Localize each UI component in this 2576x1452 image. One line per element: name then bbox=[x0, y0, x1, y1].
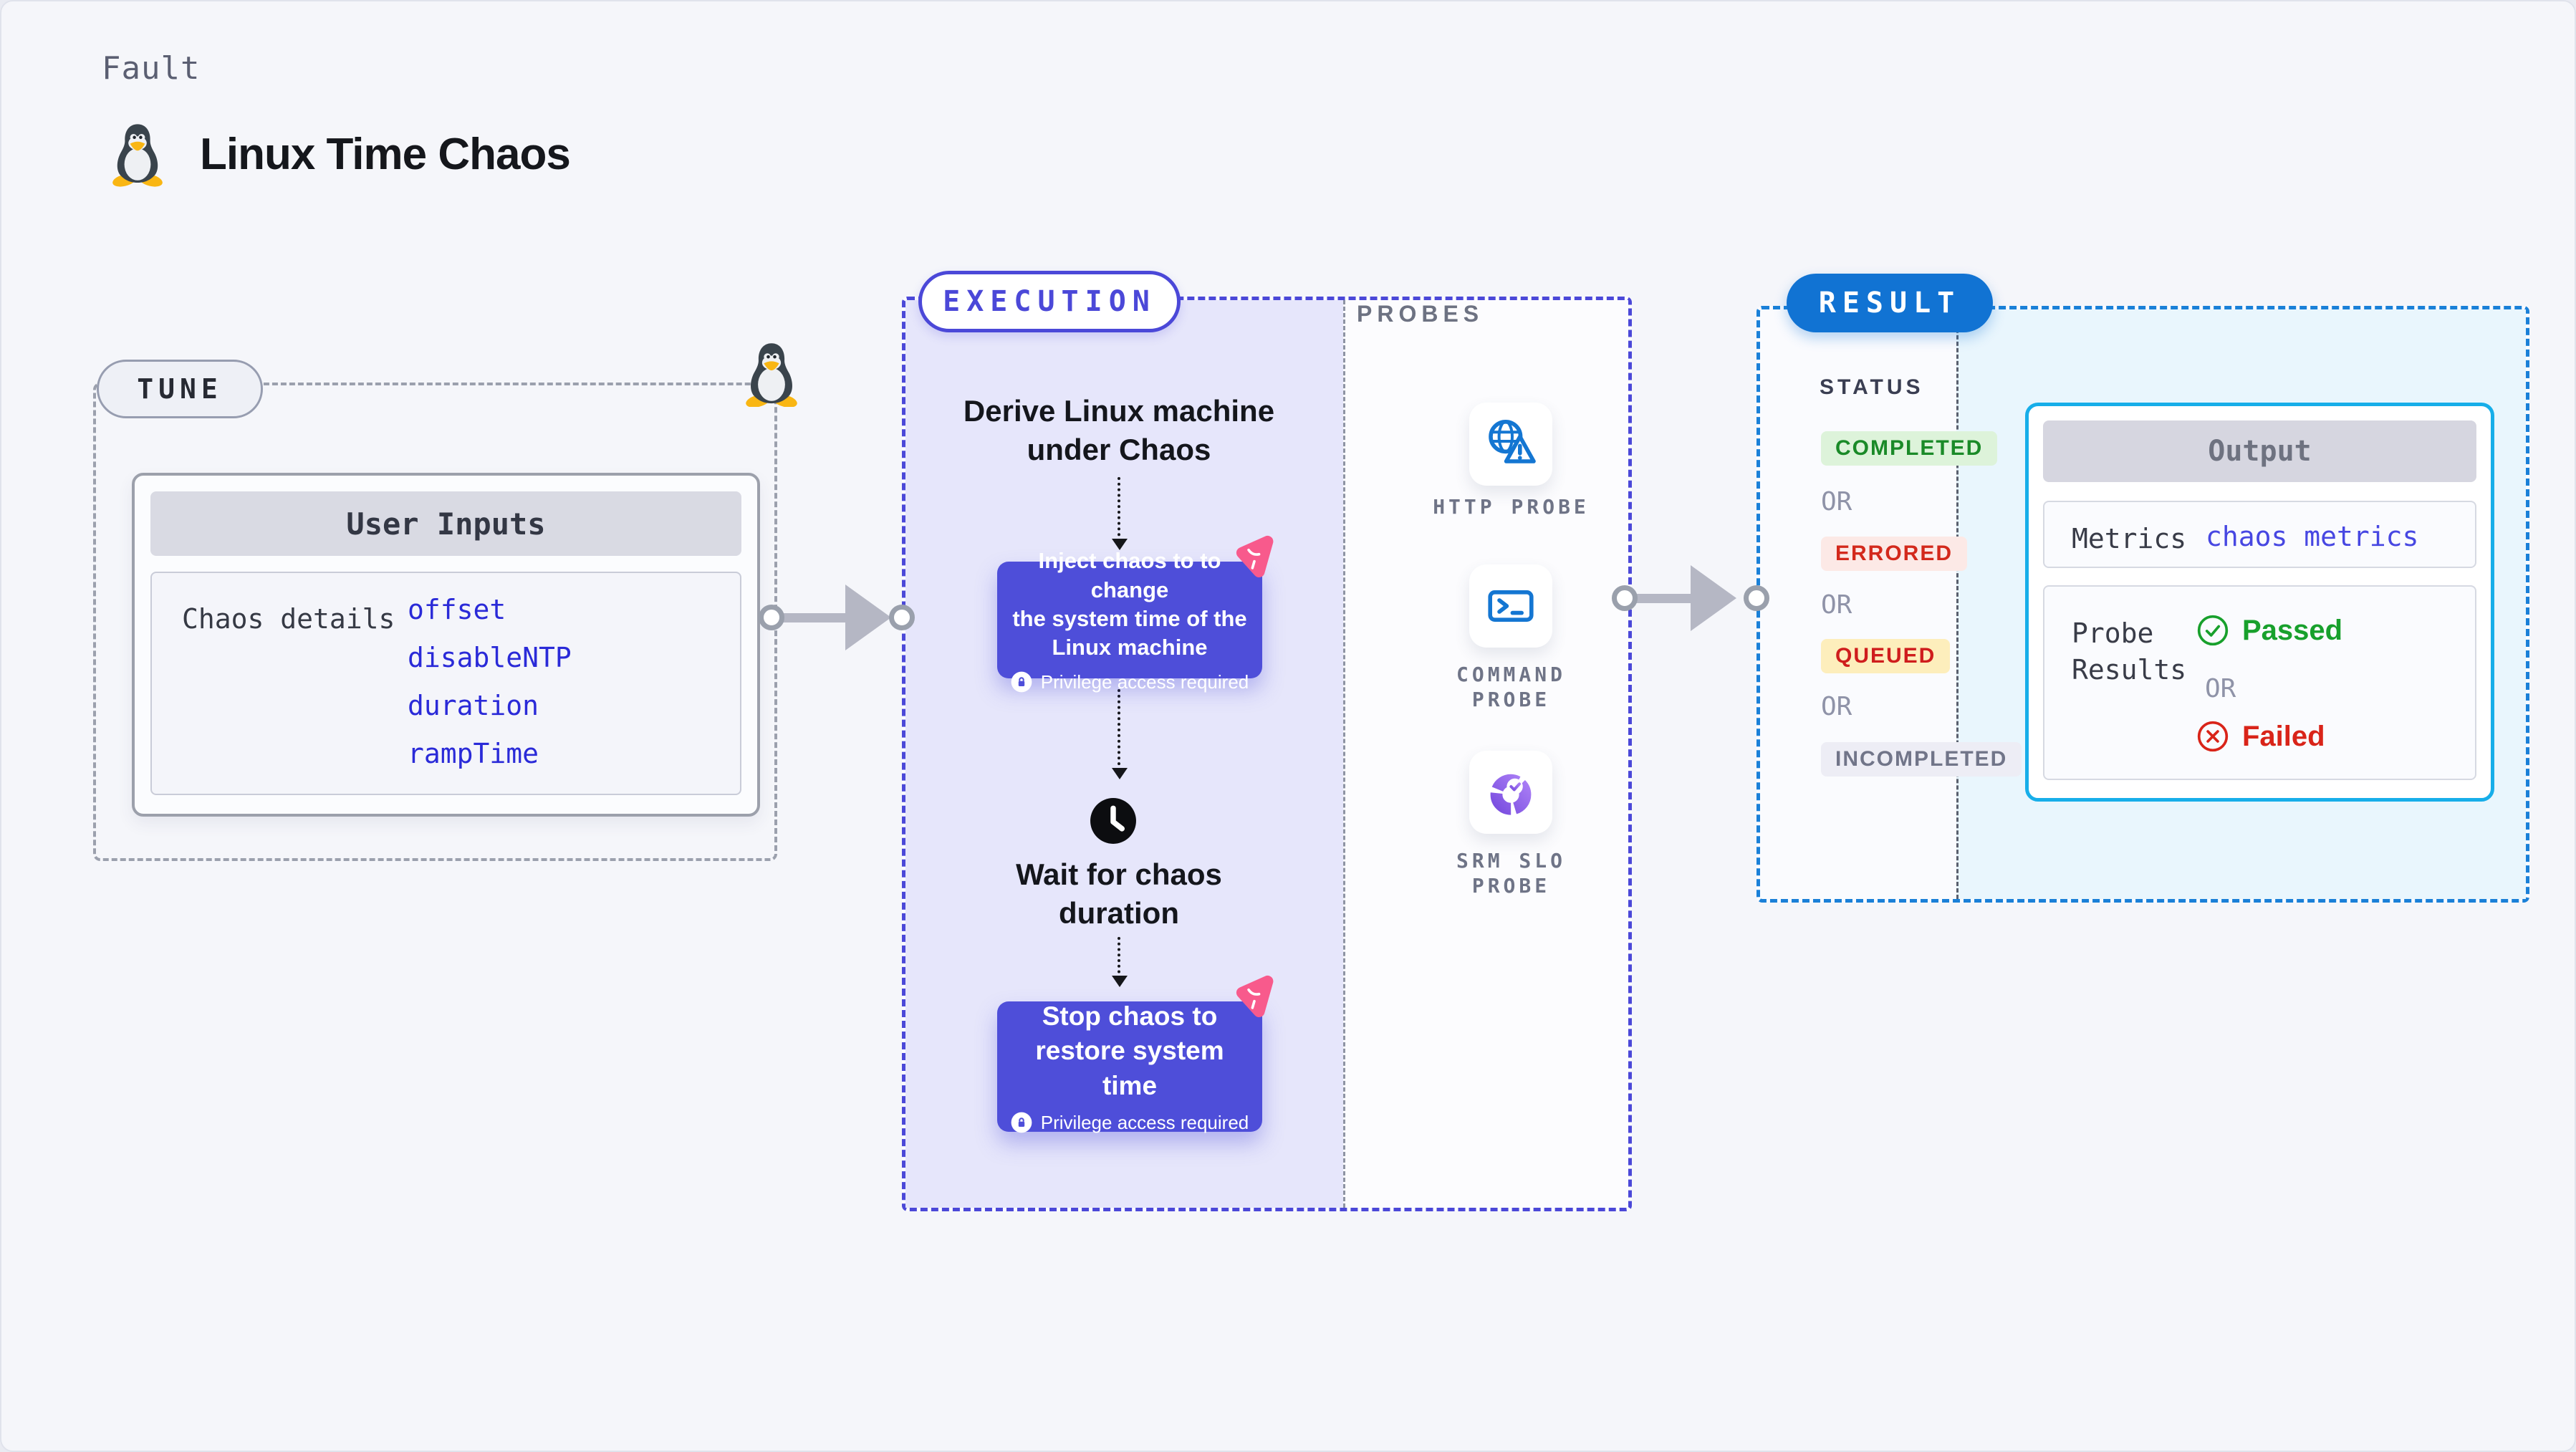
execution-label-pill: EXECUTION bbox=[918, 271, 1181, 332]
metrics-row: Metrics chaos metrics bbox=[2043, 501, 2476, 568]
stop-chaos-step: Stop chaos to restore system time Privil… bbox=[997, 1001, 1262, 1134]
flow-arrow-icon bbox=[1635, 594, 1696, 603]
connector-dot bbox=[1744, 585, 1769, 611]
flow-arrowhead-icon bbox=[845, 585, 891, 650]
x-circle-icon bbox=[2197, 721, 2229, 752]
lock-icon bbox=[1011, 1112, 1032, 1133]
param-offset: offset bbox=[408, 594, 506, 625]
down-arrow-icon bbox=[1112, 937, 1128, 987]
flow-arrowhead-icon bbox=[1691, 565, 1736, 631]
output-card: Output Metrics chaos metrics Probe Resul… bbox=[2025, 403, 2494, 802]
check-circle-icon bbox=[2197, 615, 2229, 646]
result-label-pill: RESULT bbox=[1787, 274, 1993, 332]
down-arrow-icon bbox=[1112, 477, 1128, 550]
or-separator: OR bbox=[1821, 692, 1852, 721]
clock-icon bbox=[1090, 798, 1136, 844]
result-label: RESULT bbox=[1818, 287, 1961, 319]
probe-results-row: Probe Results Passed OR Failed bbox=[2043, 585, 2476, 780]
fault-kicker: Fault bbox=[102, 50, 201, 87]
down-arrow-icon bbox=[1112, 689, 1128, 779]
globe-alert-icon bbox=[1489, 420, 1536, 463]
lock-icon bbox=[1011, 671, 1032, 693]
param-disablentp: disableNTP bbox=[408, 642, 572, 673]
or-separator: OR bbox=[2205, 674, 2236, 703]
output-header: Output bbox=[2043, 420, 2476, 482]
flow-arrow-icon bbox=[781, 613, 852, 622]
failed-text: Failed bbox=[2242, 720, 2325, 752]
execution-label: EXECUTION bbox=[943, 285, 1156, 318]
metrics-value: chaos metrics bbox=[2206, 521, 2419, 552]
connector-dot bbox=[889, 605, 915, 630]
tux-penguin-icon bbox=[746, 343, 797, 407]
inject-chaos-step: Inject chaos to to change the system tim… bbox=[997, 548, 1262, 693]
page-title: Linux Time Chaos bbox=[200, 130, 571, 179]
check-circle-icon bbox=[1506, 778, 1523, 795]
probe-results-label: Probe Results bbox=[2072, 617, 2187, 686]
passed-text: Passed bbox=[2242, 614, 2343, 646]
chaos-logo-icon bbox=[1236, 975, 1274, 1018]
privilege-text: Privilege access required bbox=[1040, 1111, 1249, 1133]
tune-label-pill: TUNE bbox=[97, 360, 263, 418]
inject-step-text: Inject chaos to to change the system tim… bbox=[1012, 548, 1247, 660]
chaos-details-label: Chaos details bbox=[182, 603, 395, 635]
slo-donut-icon bbox=[1490, 774, 1532, 815]
probe-failed-verdict: Failed bbox=[2196, 720, 2325, 753]
privilege-row: Privilege access required bbox=[1011, 671, 1249, 693]
output-title: Output bbox=[2208, 435, 2312, 468]
probe-passed-verdict: Passed bbox=[2196, 614, 2342, 647]
stop-step-text: Stop chaos to restore system time bbox=[1035, 1001, 1224, 1100]
srm-slo-probe-label: SRM SLO PROBE bbox=[1456, 849, 1566, 898]
chaos-logo-icon bbox=[1236, 535, 1274, 578]
user-inputs-header: User Inputs bbox=[150, 491, 741, 556]
status-badge-incompleted: INCOMPLETED bbox=[1821, 742, 2022, 777]
user-inputs-card: User Inputs Chaos details offset disable… bbox=[132, 473, 760, 817]
probes-label: PROBES bbox=[1357, 301, 1484, 327]
connector-dot bbox=[759, 605, 784, 630]
or-separator: OR bbox=[1821, 590, 1852, 620]
tune-label: TUNE bbox=[137, 373, 223, 405]
chaos-details-values: offset disableNTP duration rampTime bbox=[408, 593, 572, 771]
user-inputs-title: User Inputs bbox=[346, 506, 546, 542]
wait-step-text: Wait for chaos duration bbox=[1016, 857, 1222, 930]
command-probe-label: COMMAND PROBE bbox=[1456, 663, 1566, 711]
param-duration: duration bbox=[408, 690, 539, 721]
derive-step-text: Derive Linux machine under Chaos bbox=[963, 394, 1275, 466]
status-label: STATUS bbox=[1820, 375, 1924, 399]
command-probe-card bbox=[1469, 564, 1552, 648]
metrics-label: Metrics bbox=[2072, 523, 2187, 554]
connector-dot bbox=[1612, 585, 1638, 611]
tux-penguin-icon bbox=[112, 124, 163, 187]
http-probe-label: HTTP PROBE bbox=[1433, 495, 1590, 519]
user-inputs-body bbox=[150, 572, 741, 795]
http-probe-card bbox=[1469, 403, 1552, 486]
terminal-icon bbox=[1488, 590, 1534, 622]
param-ramptime: rampTime bbox=[408, 738, 539, 769]
status-badge-queued: QUEUED bbox=[1821, 639, 1951, 673]
status-badge-errored: ERRORED bbox=[1821, 537, 1968, 571]
srm-slo-probe-card bbox=[1469, 751, 1552, 834]
or-separator: OR bbox=[1821, 487, 1852, 516]
privilege-text: Privilege access required bbox=[1040, 670, 1249, 693]
status-badge-completed: COMPLETED bbox=[1821, 431, 1998, 466]
privilege-row: Privilege access required bbox=[1011, 1112, 1249, 1134]
